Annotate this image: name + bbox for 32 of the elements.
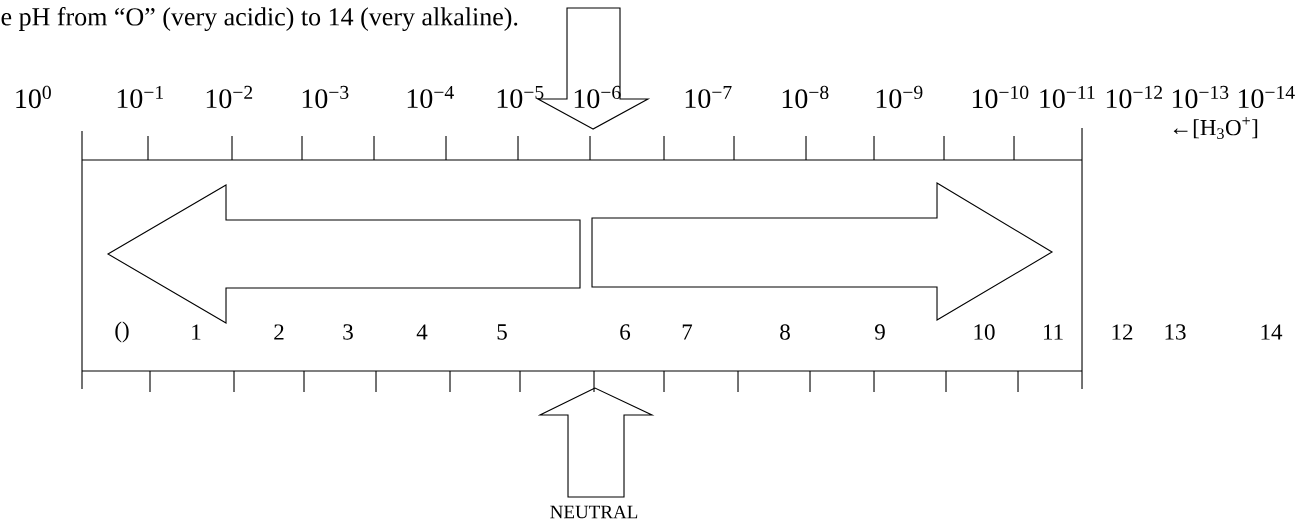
caption-text: e pH from “O” (very acidic) to 14 (very alkaline). bbox=[1, 7, 518, 31]
ph-number: 5 bbox=[497, 324, 507, 340]
exponent-label: 10$^{−1}$ bbox=[117, 85, 163, 109]
ph-number: 13 bbox=[1165, 324, 1186, 340]
exponent-label: 10$^{−7}$ bbox=[685, 85, 732, 109]
ph-number: 12 bbox=[1112, 324, 1133, 340]
exponent-label: 10$^{−3}$ bbox=[302, 85, 349, 109]
ph-number: 9 bbox=[875, 324, 885, 340]
ph-number: 8 bbox=[780, 324, 790, 340]
ph-number: 14 bbox=[1261, 324, 1283, 340]
exponent-label: 10$^{−10}$ bbox=[972, 85, 1029, 109]
ph-number: 2 bbox=[274, 324, 284, 340]
ph-number: 7 bbox=[682, 324, 693, 340]
ph-number: 10 bbox=[974, 324, 995, 340]
exponent-label: 10$^{−2}$ bbox=[206, 85, 253, 109]
ph-number: 1 bbox=[192, 324, 201, 340]
exponent-label: 10$^{−4}$ bbox=[407, 85, 454, 109]
exponent-label: 10$^{−13}$ bbox=[1172, 85, 1229, 109]
exponent-label: 10$^{0}$ bbox=[16, 85, 51, 109]
exponent-label: 10$^{−11}$ bbox=[1040, 85, 1095, 109]
axis-label: ←[H$_{3}$O$^{+}$] bbox=[1173, 117, 1258, 139]
exponent-label: 10$^{−12}$ bbox=[1106, 85, 1162, 109]
ph-number: 4 bbox=[416, 324, 428, 340]
exponent-label: 10$^{−9}$ bbox=[876, 85, 923, 109]
exponent-label: 10$^{−14}$ bbox=[1238, 85, 1295, 109]
neutral-label: NEUTRAL bbox=[550, 505, 638, 519]
exponent-label: 10$^{−8}$ bbox=[782, 85, 829, 109]
ph-number: 3 bbox=[343, 324, 353, 340]
ph-number: 11 bbox=[1043, 324, 1063, 340]
exponent-label: 10$^{−5}$ bbox=[497, 85, 544, 109]
ph-number: 6 bbox=[620, 324, 631, 340]
ph-number: () bbox=[115, 321, 129, 343]
